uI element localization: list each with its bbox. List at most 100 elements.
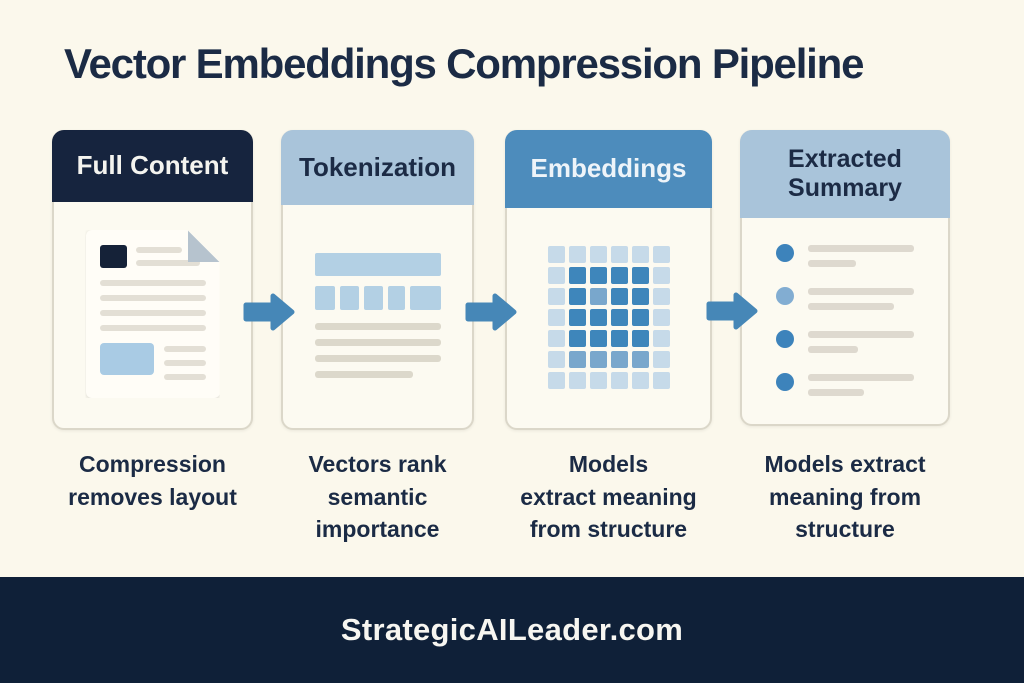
text-line: [808, 245, 914, 252]
bullet-icon: [776, 330, 794, 348]
embedding-cell: [547, 371, 565, 389]
token-square: [339, 286, 359, 310]
embedding-cell: [568, 329, 586, 347]
embedding-cell: [568, 308, 586, 326]
summary-lines: [808, 288, 914, 310]
embedding-cell: [652, 287, 670, 305]
summary-lines: [808, 331, 914, 353]
text-line: [808, 346, 858, 353]
embedding-cell: [547, 308, 565, 326]
embedding-cell: [568, 350, 586, 368]
stage-card-extracted-summary: Extracted Summary: [740, 130, 950, 426]
text-line: [808, 389, 864, 396]
embedding-cell: [631, 287, 649, 305]
embedding-cell: [652, 329, 670, 347]
stage-header-extracted-summary: Extracted Summary: [740, 130, 950, 218]
token-blocks-icon: [314, 253, 441, 378]
embedding-cell: [547, 329, 565, 347]
summary-item: [776, 287, 914, 310]
text-line: [314, 371, 413, 378]
bullet-icon: [776, 287, 794, 305]
token-square: [314, 286, 335, 310]
embedding-grid-icon: [547, 245, 670, 389]
token-square: [363, 286, 383, 310]
embedding-cell: [589, 245, 607, 263]
bullet-icon: [776, 244, 794, 262]
document-figure-block: [100, 343, 154, 375]
document-short-lines: [136, 247, 200, 268]
stage-header-embeddings: Embeddings: [505, 130, 712, 208]
stage-label: Tokenization: [299, 151, 456, 182]
stage-label: Full Content: [76, 150, 229, 181]
stage-card-full-content: Full Content: [52, 130, 253, 430]
document-caption-lines: [164, 346, 206, 380]
bullet-icon: [776, 373, 794, 391]
stage-caption-tokenization: Vectors rank semantic importance: [308, 451, 447, 543]
stage-body-extracted-summary: [742, 218, 948, 422]
website-url: StrategicAILeader.com: [340, 612, 684, 647]
text-line: [808, 260, 856, 267]
stage-header-tokenization: Tokenization: [281, 130, 474, 205]
stage-card-tokenization: Tokenization: [281, 130, 474, 430]
embedding-cell: [589, 266, 607, 284]
embedding-cell: [652, 245, 670, 263]
stage-caption-embeddings: Models extract meaning from structure: [520, 451, 697, 543]
text-line: [164, 360, 206, 366]
page-title: Vector Embeddings Compression Pipeline: [64, 40, 864, 87]
embedding-cell: [547, 350, 565, 368]
document-footer-row: [100, 343, 206, 380]
embedding-cell: [610, 245, 628, 263]
stage-caption-full-content: Compression removes layout: [68, 451, 237, 510]
summary-item: [776, 373, 914, 396]
embedding-cell: [547, 245, 565, 263]
document-title-row: [100, 245, 206, 268]
text-line: [808, 303, 894, 310]
embedding-cell: [568, 266, 586, 284]
embedding-cell: [610, 308, 628, 326]
embedding-cell: [631, 329, 649, 347]
arrow-right-icon: [243, 293, 295, 331]
text-line: [808, 288, 914, 295]
text-line: [314, 323, 441, 330]
embedding-cell: [547, 266, 565, 284]
text-line: [100, 295, 206, 301]
embedding-cell: [610, 287, 628, 305]
token-squares-row: [314, 286, 441, 310]
embedding-cell: [631, 371, 649, 389]
text-line: [314, 339, 441, 346]
stage-header-full-content: Full Content: [52, 130, 253, 202]
embedding-cell: [610, 266, 628, 284]
embedding-cell: [589, 308, 607, 326]
text-line: [164, 374, 206, 380]
text-line: [136, 260, 200, 266]
embedding-cell: [589, 287, 607, 305]
embedding-cell: [652, 371, 670, 389]
token-square: [409, 286, 441, 310]
text-line: [100, 280, 206, 286]
token-text-lines: [314, 323, 441, 378]
document-body-lines: [100, 280, 206, 331]
document-image-block: [100, 245, 127, 268]
stage-body-tokenization: [283, 205, 472, 426]
embedding-cell: [631, 350, 649, 368]
embedding-cell: [568, 371, 586, 389]
summary-list-icon: [776, 244, 914, 396]
embedding-cell: [568, 287, 586, 305]
embedding-cell: [547, 287, 565, 305]
embedding-cell: [631, 266, 649, 284]
embedding-cell: [652, 350, 670, 368]
embedding-cell: [589, 350, 607, 368]
folded-corner-icon: [188, 230, 220, 262]
embedding-cell: [652, 308, 670, 326]
footer-banner: StrategicAILeader.com: [0, 577, 1024, 683]
embedding-cell: [652, 266, 670, 284]
text-line: [164, 346, 206, 352]
document-icon: [86, 230, 220, 398]
embedding-cell: [610, 371, 628, 389]
stage-body-full-content: [54, 202, 251, 426]
text-line: [136, 247, 182, 253]
text-line: [314, 355, 441, 362]
stage-body-embeddings: [507, 208, 710, 426]
stage-card-embeddings: Embeddings: [505, 130, 712, 430]
